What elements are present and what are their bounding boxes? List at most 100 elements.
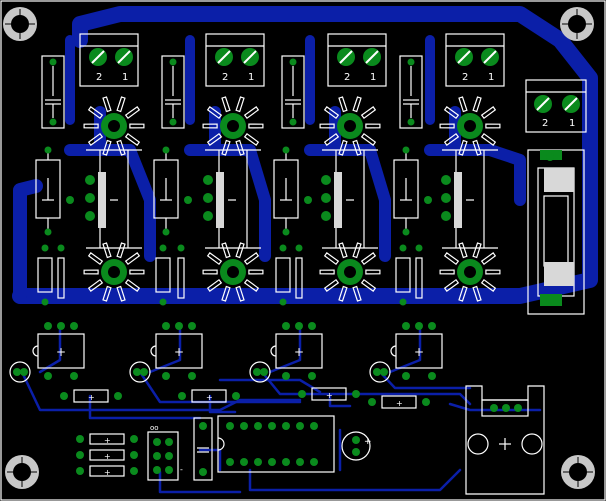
heatsink-fin [83, 123, 99, 129]
heatsink-fin [352, 285, 362, 302]
heatsink-fin [87, 132, 104, 146]
heatsink-fin [206, 252, 223, 266]
triac-4 [441, 172, 474, 228]
power-module [465, 385, 545, 495]
resistor-v-group [37, 244, 423, 306]
heatsink-fin [83, 269, 99, 275]
heatsink-fin [116, 96, 126, 113]
capacitor-small [193, 417, 213, 481]
power-resistor-3 [273, 146, 312, 236]
capacitor-4 [399, 55, 423, 129]
ic-dip [217, 415, 335, 473]
heatsink-fin [243, 106, 260, 120]
heatsink-fin [248, 123, 264, 129]
heatsink-fin [439, 269, 455, 275]
heatsink-fin [439, 123, 455, 129]
heatsink-fin [443, 278, 460, 292]
resistor-mark: + [88, 393, 95, 402]
electrolytic-capacitor: + [341, 431, 372, 461]
terminal-label-1: 1 [569, 118, 575, 129]
heatsink-fin [323, 106, 340, 120]
resistor-mark: + [326, 391, 333, 400]
mounting-hole-bottom-left [5, 455, 39, 489]
terminal-label-2: 2 [222, 72, 228, 83]
terminal-label-2: 2 [96, 72, 102, 83]
heatsink-fin [129, 123, 145, 129]
heatsink-top-1 [83, 96, 145, 156]
resistor-h-3: + [298, 387, 360, 401]
heatsink-fin [485, 269, 501, 275]
heatsink-fin [235, 96, 245, 113]
heatsink-fin [221, 285, 231, 302]
heatsink-fin [352, 96, 362, 113]
heatsink-fin [480, 132, 497, 146]
heatsink-fin [235, 285, 245, 302]
heatsink-fin [87, 252, 104, 266]
heatsink-fin [443, 132, 460, 146]
heatsink-fin [480, 278, 497, 292]
heatsink-fin [323, 132, 340, 146]
heatsink-top-4 [439, 96, 501, 156]
capacitor-3 [281, 55, 305, 129]
terminal-label-1: 1 [248, 72, 254, 83]
heatsink-fin [360, 106, 377, 120]
heatsink-fin [124, 252, 141, 266]
heatsink-fin [365, 123, 381, 129]
resistor-h-1: + [60, 389, 122, 403]
optocoupler-2: + [150, 322, 203, 380]
led-1 [9, 361, 31, 383]
terminal-block-1: 2 1 [79, 33, 139, 87]
pin-header: oo - [147, 424, 183, 481]
heatsink-fin [485, 123, 501, 129]
optocoupler-mark: + [414, 345, 424, 359]
terminal-block-4: 2 1 [445, 33, 505, 87]
heatsink-bottom-3 [319, 242, 381, 302]
svg-text:+: + [104, 436, 111, 445]
capacitor-1 [41, 55, 65, 129]
heatsink-fin [472, 285, 482, 302]
optocoupler-mark: + [56, 345, 66, 359]
heatsink-fin [323, 252, 340, 266]
heatsink-fin [87, 106, 104, 120]
heatsink-fin [443, 252, 460, 266]
heatsink-fin [338, 96, 348, 113]
heatsink-fin [102, 96, 112, 113]
heatsink-fin [243, 278, 260, 292]
terminal-label-1: 1 [370, 72, 376, 83]
heatsink-fin [323, 278, 340, 292]
optocoupler-mark: + [174, 345, 184, 359]
heatsink-fin [206, 132, 223, 146]
svg-text:oo: oo [150, 424, 159, 432]
heatsink-fin [206, 106, 223, 120]
optocoupler-1: + [32, 322, 85, 380]
capacitor-2 [161, 55, 185, 129]
heatsink-fin [248, 269, 264, 275]
svg-text:+: + [104, 468, 111, 477]
terminal-label-2: 2 [462, 72, 468, 83]
resistor-h-4: + [368, 395, 430, 409]
heatsink-fin [221, 96, 231, 113]
mounting-hole-bottom-right [561, 455, 595, 489]
heatsink-fin [360, 252, 377, 266]
header-minus: - [180, 465, 183, 474]
heatsink-fin [124, 106, 141, 120]
heatsink-fin [319, 269, 335, 275]
fuse-holder [527, 149, 585, 315]
terminal-label-2: 2 [344, 72, 350, 83]
triac-1 [85, 172, 118, 228]
mounting-hole-top-right [560, 7, 594, 41]
resistor-bank: + + + [76, 433, 138, 477]
heatsink-fin [206, 278, 223, 292]
heatsink-fin [102, 285, 112, 302]
terminal-label-1: 1 [122, 72, 128, 83]
led-4 [369, 361, 391, 383]
terminal-label-2: 2 [542, 118, 548, 129]
heatsink-fin [365, 269, 381, 275]
heatsink-fin [202, 123, 218, 129]
heatsink-fin [480, 106, 497, 120]
heatsink-fin [243, 252, 260, 266]
heatsink-fin [319, 123, 335, 129]
heatsink-fin [243, 132, 260, 146]
svg-text:+: + [104, 452, 111, 461]
